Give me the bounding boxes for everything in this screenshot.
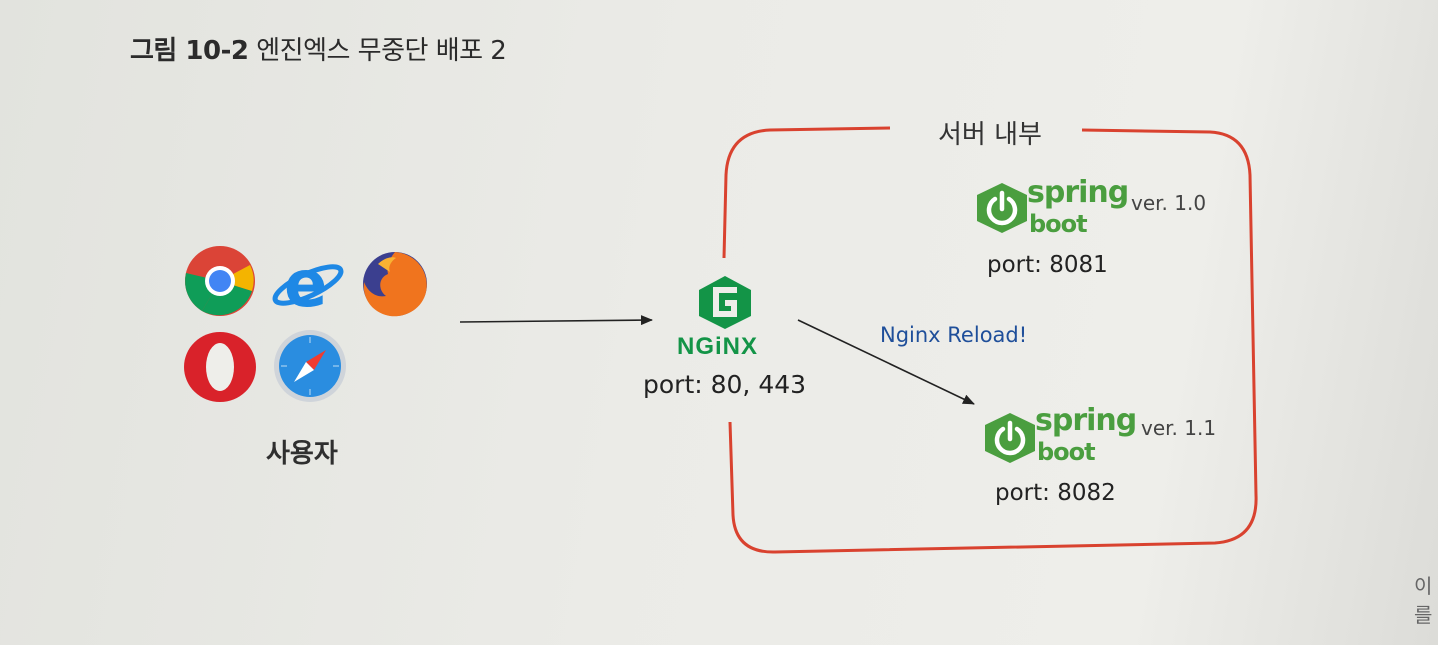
internet-explorer-icon: e: [272, 250, 344, 320]
boot-logo-text: boot: [1037, 438, 1096, 466]
figure-title: 엔진엑스 무중단 배포 2: [256, 36, 507, 66]
nginx-logo-icon: [699, 276, 751, 329]
nginx-logo-text: NGiNX: [677, 333, 759, 360]
spring-app-1: spring boot ver. 1.0 port: 8081: [975, 175, 1235, 288]
app-version-label: ver. 1.0: [1131, 191, 1207, 215]
server-box-title: 서버 내부: [938, 120, 1042, 150]
safari-icon: [274, 330, 346, 402]
app-version-label: ver. 1.1: [1141, 416, 1217, 440]
nginx-reload-label: Nginx Reload!: [880, 323, 1028, 347]
spring-boot-icon: [985, 413, 1035, 463]
spring-app-2: spring boot ver. 1.1 port: 8082: [983, 403, 1243, 516]
opera-icon: [184, 332, 256, 402]
request-arrow: [459, 315, 653, 326]
server-box: [722, 126, 1258, 554]
server-box-right-bottom: [728, 128, 1258, 554]
spring-logo-text: spring: [1035, 403, 1137, 438]
spring-logo-text: spring: [1027, 175, 1129, 210]
server-box-top-left: [722, 126, 891, 259]
reload-arrow: [797, 319, 975, 405]
page-edge-text: 이를: [1414, 574, 1433, 627]
chrome-icon: [185, 246, 255, 316]
spring-boot-icon: [977, 183, 1027, 233]
boot-logo-text: boot: [1029, 210, 1088, 238]
users-label: 사용자: [266, 439, 338, 469]
figure-caption: 그림 10-2 엔진엑스 무중단 배포 2: [130, 30, 507, 67]
figure-number: 그림 10-2: [130, 36, 249, 66]
svg-text:e: e: [284, 250, 327, 320]
app-port-label: port: 8081: [987, 252, 1108, 278]
nginx-port-label: port: 80, 443: [643, 370, 807, 399]
app-port-label: port: 8082: [995, 480, 1116, 506]
firefox-icon: [363, 252, 427, 317]
